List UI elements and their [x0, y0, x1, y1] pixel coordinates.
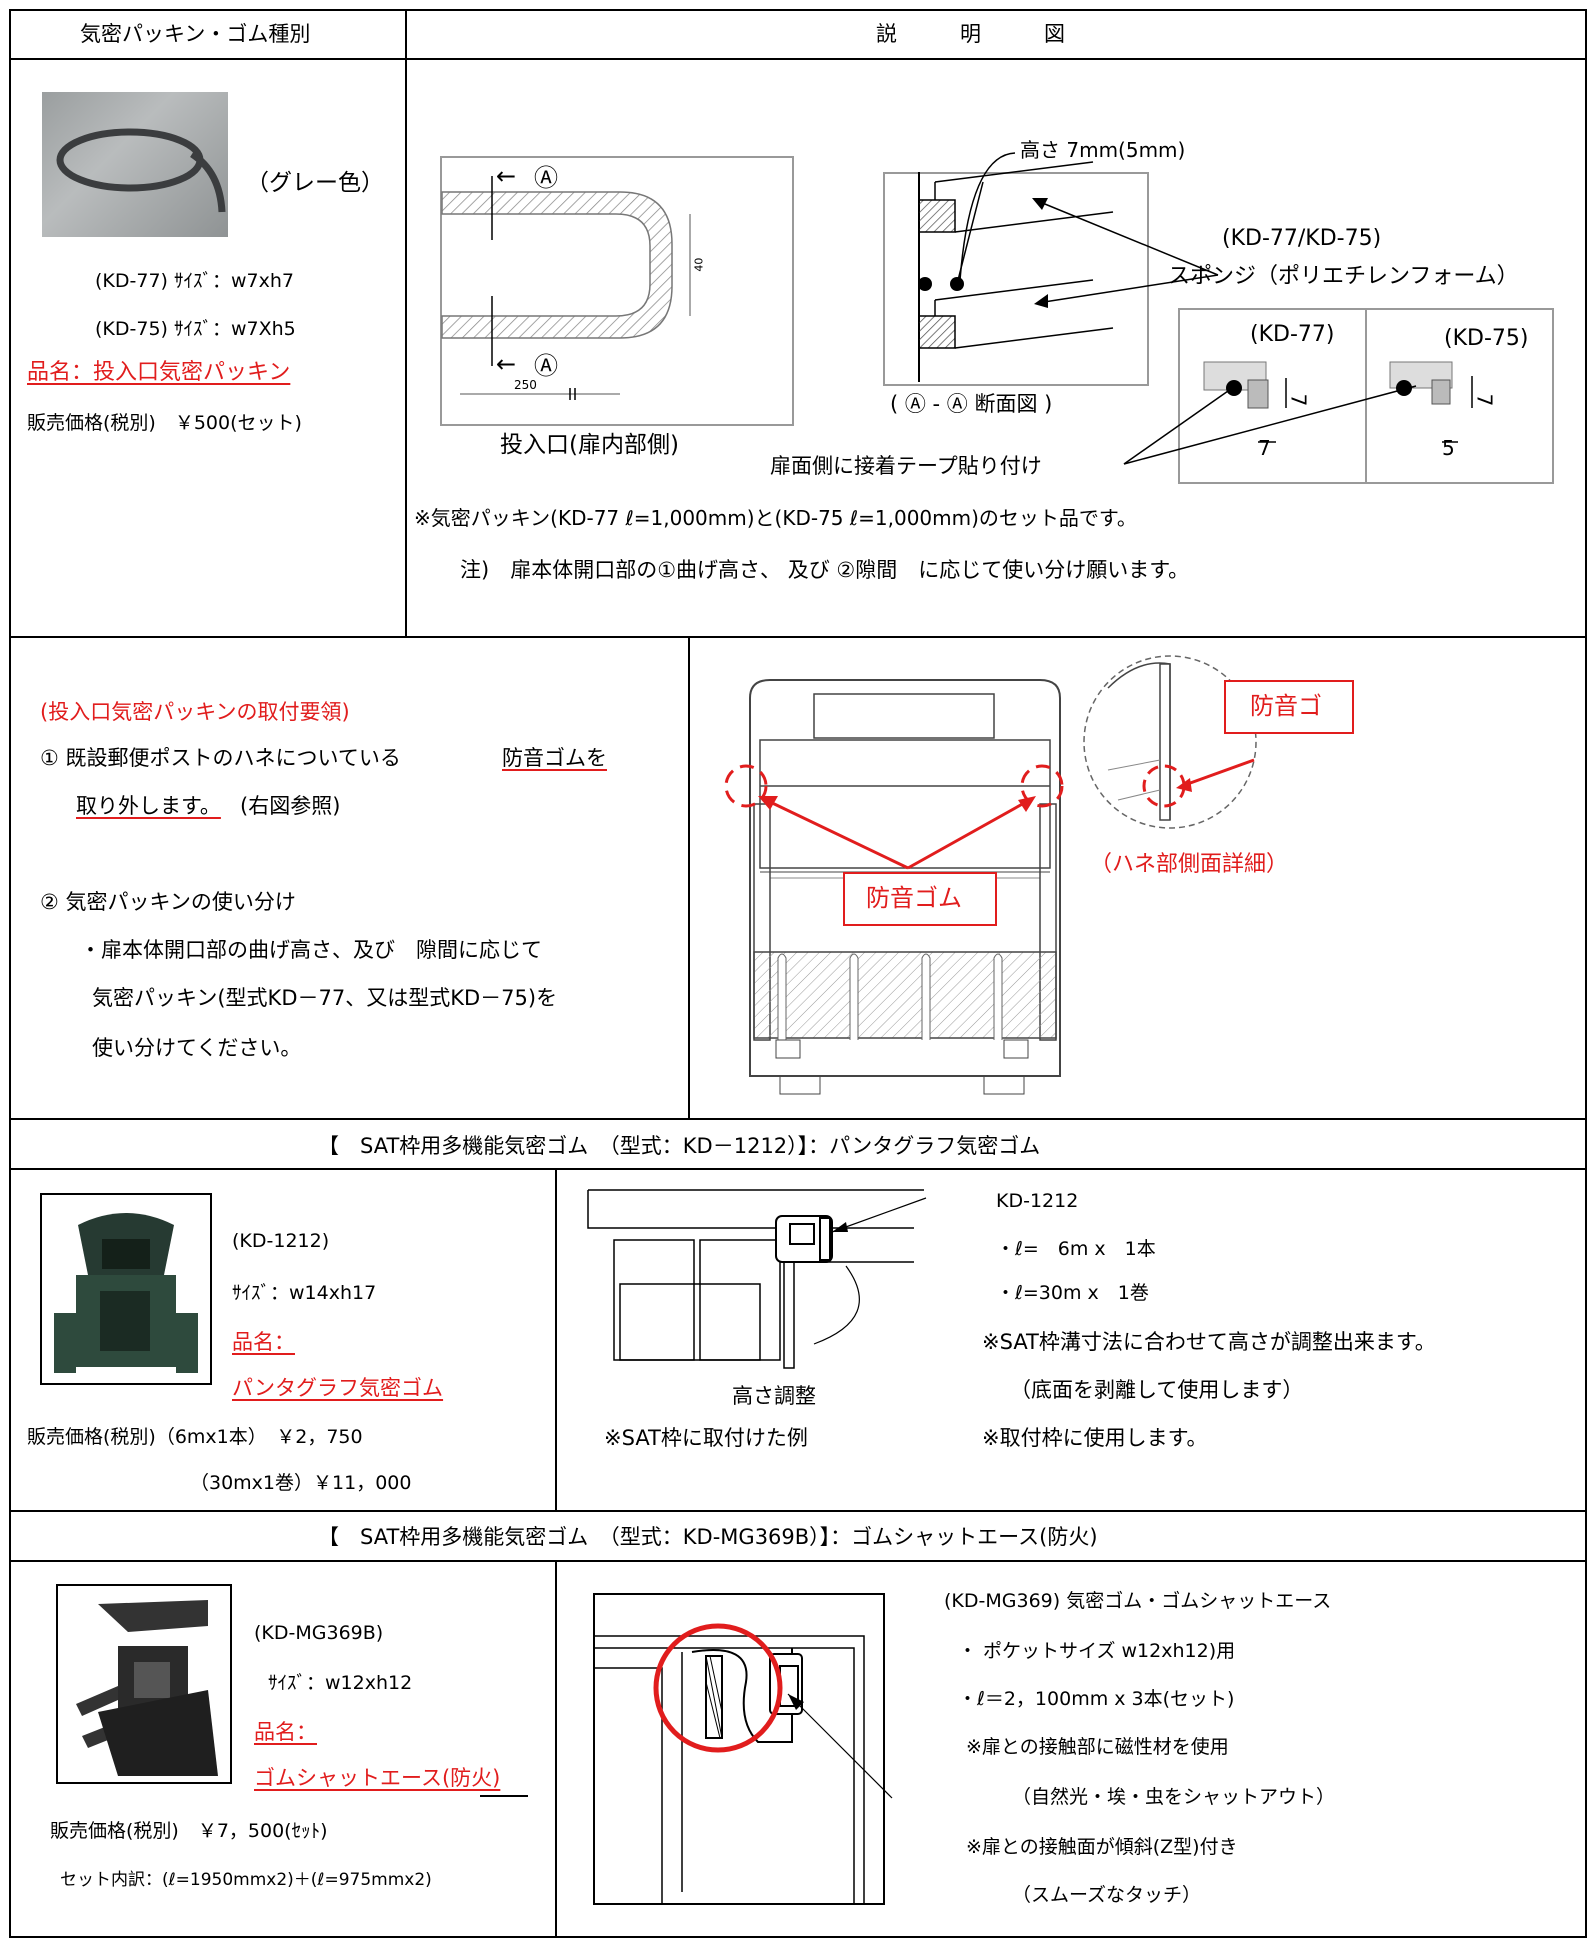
step1-c: 取り外します。: [76, 794, 221, 818]
shutace-name-label: 品名：: [254, 1720, 317, 1744]
step2-title: ② 気密パッキンの使い分け: [40, 890, 296, 914]
sat-example-label: ※SAT枠に取付けた例: [604, 1426, 808, 1450]
section-diagram: [883, 172, 1149, 386]
step1-a: ① 既設郵便ポストのハネについている: [40, 746, 401, 770]
shutace-spec-4: （自然光・埃・虫をシャットアウト）: [1012, 1786, 1336, 1808]
sponge-arrows: [1032, 198, 1219, 308]
shutace-price: 販売価格(税別) ￥7，500(ｾｯﾄ): [50, 1820, 328, 1842]
mark-a-top: Ⓐ: [534, 164, 558, 192]
grid-header-bottom: [9, 58, 1587, 60]
shutace-name-underline-ext: [480, 1795, 528, 1797]
shutace-spec-3: ※扉との接触部に磁性材を使用: [966, 1736, 1229, 1758]
arrow-a-top: ←: [496, 162, 517, 190]
shutace-name: ゴムシャットエース(防火): [254, 1766, 501, 1790]
profile-kd75-shape: [1389, 361, 1473, 443]
shutace-spec-1: ・ ポケットサイズ w12xh12)用: [958, 1640, 1236, 1662]
sec4-title: 【 SAT枠用多機能気密ゴム （型式：KD-MG369B）】：ゴムシャットエース…: [318, 1525, 1098, 1549]
profile-dim-7c: 7: [1472, 393, 1497, 407]
product-price: 販売価格(税別) ￥500(セット): [27, 412, 302, 434]
profile-dim-5: 5: [1442, 436, 1455, 460]
arrow-a-bottom: ←: [496, 350, 517, 378]
step1-b: 防音ゴムを: [502, 746, 607, 770]
pantograph-model: (KD-1212): [232, 1230, 330, 1252]
pantograph-price-1: 販売価格(税別)（6mx1本） ￥2，750: [27, 1426, 363, 1448]
shutace-photo: [56, 1584, 232, 1784]
size-kd77: (KD-77) ｻｲｽﾞ：w7xh7: [95, 270, 294, 292]
label-rubber-box: [843, 872, 997, 926]
shutace-spec-2: ・ℓ＝2，100mm x 3本(セット): [958, 1688, 1235, 1710]
profile-box-divider: [1365, 308, 1367, 482]
grid-sec2-bottom: [9, 1118, 1587, 1120]
shutace-spec-title: (KD-MG369) 気密ゴム・ゴムシャットエース: [944, 1590, 1332, 1612]
header-type-label: 気密パッキン・ゴム種別: [80, 22, 311, 46]
grid-col-divider-3: [555, 1168, 557, 1512]
step2-line3: 使い分けてください。: [92, 1036, 302, 1060]
grid-col-divider-2: [688, 636, 690, 1120]
side-detail-drawing: [1083, 655, 1257, 829]
pantograph-spec-4: （底面を剥離して使用します）: [1010, 1378, 1304, 1402]
grid-col-divider-1: [405, 9, 407, 638]
section-drawing: [918, 161, 1114, 382]
label-rubber-cut-box: [1224, 680, 1354, 734]
size-kd75: (KD-75) ｻｲｽﾞ：w7Xh5: [95, 318, 296, 340]
sponge-label: スポンジ（ポリエチレンフォーム）: [1168, 264, 1519, 289]
shutace-model: (KD-MG369B): [254, 1622, 384, 1644]
grid-left: [9, 9, 11, 1938]
profile-dim-7b: 7: [1258, 436, 1271, 460]
pantograph-photo: [40, 1193, 212, 1385]
inlet-caption: 投入口(扉内部側): [500, 432, 679, 458]
sat-frame-drawing: [587, 1189, 927, 1369]
tape-label: 扉面側に接着テープ貼り付け: [770, 454, 1042, 478]
profile-kd77: (KD-77): [1250, 322, 1335, 347]
shutace-spec-6: （スムーズなタッチ）: [1012, 1884, 1202, 1906]
mark-a-bottom: Ⓐ: [534, 352, 558, 380]
pantograph-size: ｻｲｽﾞ：w14xh17: [232, 1282, 377, 1304]
shutace-spec-5: ※扉との接触面が傾斜(Z型)付き: [966, 1836, 1238, 1858]
grid-sec3-bottom: [9, 1510, 1587, 1512]
step2-line2: 気密パッキン(型式KD－77、又は型式KD－75)を: [92, 986, 558, 1010]
note-usage: 注) 扉本体開口部の①曲げ高さ、 及び ②隙間 に応じて使い分け願います。: [460, 558, 1190, 582]
pantograph-spec-model: KD-1212: [996, 1190, 1079, 1212]
header-diagram-label: 説 明 図: [876, 22, 1065, 46]
grid-bottom: [9, 1936, 1587, 1938]
gasket-coil-photo: [42, 92, 228, 237]
height-adjust-label: 高さ調整: [732, 1384, 816, 1408]
section-caption: ( Ⓐ - Ⓐ 断面図 ): [890, 392, 1053, 416]
pantograph-price-2: （30mx1巻）￥11，000: [190, 1472, 412, 1494]
inlet-diagram: [440, 156, 794, 426]
grid-sec1-bottom: [9, 636, 1587, 638]
grid-right: [1585, 9, 1587, 1938]
label-detail: （ハネ部側面詳細）: [1090, 852, 1289, 877]
grid-sec3-title-bottom: [9, 1168, 1587, 1170]
pantograph-spec-2: ・ℓ=30m x 1巻: [996, 1282, 1149, 1304]
grid-top: [9, 9, 1587, 11]
label-rubber: 防音ゴム: [866, 884, 962, 912]
inlet-drawing: [441, 176, 691, 400]
label-rubber-cut: 防音ゴ: [1250, 692, 1322, 720]
product-name: 品名：投入口気密パッキン: [27, 360, 291, 385]
shutace-drawing: [593, 1593, 893, 1905]
install-title: (投入口気密パッキンの取付要領): [40, 700, 350, 724]
height-label: 高さ 7mm(5mm): [1020, 138, 1186, 162]
kd-pair-label: (KD-77/KD-75): [1222, 226, 1382, 251]
sec3-title: 【 SAT枠用多機能気密ゴム （型式：KD－1212）】：パンタグラフ気密ゴム: [318, 1134, 1041, 1158]
step2-line1: ・扉本体開口部の曲げ高さ、及び 隙間に応じて: [80, 938, 542, 962]
pantograph-spec-5: ※取付枠に使用します。: [982, 1426, 1208, 1450]
shutace-breakdown: セット内訳：(ℓ=1950mmx2)＋(ℓ=975mmx2): [60, 1870, 432, 1890]
tape-arrows: [1123, 383, 1417, 465]
dim-40: 40: [692, 257, 706, 272]
grid-sec4-title-bottom: [9, 1560, 1587, 1562]
profile-kd75: (KD-75): [1444, 326, 1529, 351]
step1-d: (右図参照): [240, 794, 341, 818]
color-label: （グレー色）: [246, 170, 384, 196]
pantograph-name-label: 品名：: [232, 1330, 295, 1354]
pantograph-spec-3: ※SAT枠溝寸法に合わせて高さが調整出来ます。: [982, 1330, 1436, 1354]
pantograph-spec-1: ・ℓ= 6m x 1本: [996, 1238, 1156, 1260]
note-set: ※気密パッキン(KD-77 ℓ=1,000mm)と(KD-75 ℓ=1,000m…: [414, 506, 1137, 530]
shutace-size: ｻｲｽﾞ：w12xh12: [268, 1672, 413, 1694]
grid-col-divider-4: [555, 1560, 557, 1938]
pantograph-name: パンタグラフ気密ゴム: [232, 1376, 444, 1400]
height-leader: [959, 152, 1016, 281]
dim-250: 250: [514, 378, 537, 392]
